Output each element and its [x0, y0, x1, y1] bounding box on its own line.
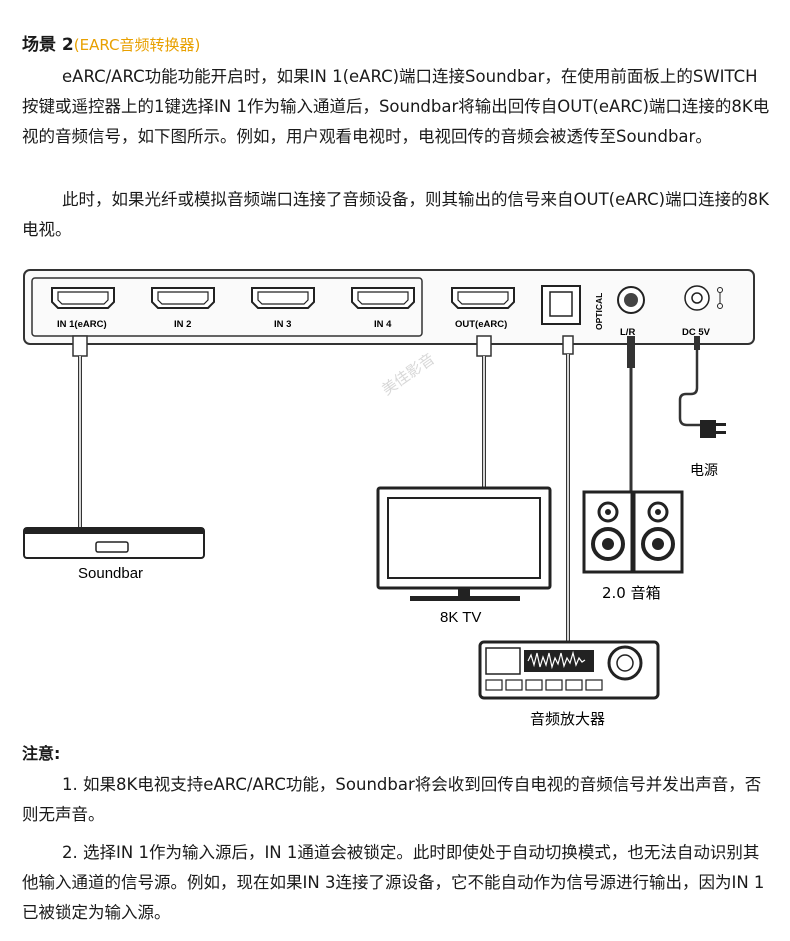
amplifier-label: 音频放大器	[530, 710, 605, 728]
port-label-in2: IN 2	[174, 319, 191, 330]
soundbar-icon	[23, 527, 205, 559]
paragraph-1-text: eARC/ARC功能功能开启时，如果IN 1(eARC)端口连接Soundbar…	[22, 67, 770, 146]
hdmi-port-in1	[51, 287, 115, 309]
audio-jack-port	[617, 286, 645, 314]
speakers-label: 2.0 音箱	[602, 584, 661, 602]
tv-label: 8K TV	[440, 609, 481, 626]
tv-icon	[376, 486, 552, 601]
watermark-text: 美佳影音	[378, 350, 437, 399]
optical-port	[541, 285, 581, 325]
note-2: 2. 选择IN 1作为输入源后，IN 1通道会被锁定。此时即使处于自动切换模式，…	[22, 838, 772, 928]
power-label: 电源	[690, 463, 718, 479]
cables	[72, 335, 702, 642]
notes-title: 注意:	[22, 744, 61, 763]
speakers-icon	[582, 490, 684, 574]
power-adapter-icon	[700, 420, 726, 438]
port-label-in3: IN 3	[274, 319, 291, 330]
port-label-in4: IN 4	[374, 319, 392, 330]
converter-device: IN 1(eARC) IN 2 IN 3 IN 4 OUT(eARC) OPTI…	[23, 269, 755, 345]
hdmi-port-out	[451, 287, 515, 309]
dc-power-port	[684, 285, 723, 311]
note-1-text: 1. 如果8K电视支持eARC/ARC功能，Soundbar将会收到回传自电视的…	[22, 775, 762, 824]
port-label-out: OUT(eARC)	[455, 319, 507, 330]
port-label-optical: OPTICAL	[594, 293, 604, 330]
section-heading: 场景 2(EARC音频转换器)	[22, 30, 200, 55]
port-label-lr: L/R	[620, 327, 635, 338]
hdmi-port-in3	[251, 287, 315, 309]
port-label-in1: IN 1(eARC)	[57, 319, 107, 330]
paragraph-2-text: 此时，如果光纤或模拟音频端口连接了音频设备，则其输出的信号来自OUT(eARC)…	[22, 190, 769, 239]
port-label-dc: DC 5V	[682, 327, 711, 338]
soundbar-label: Soundbar	[78, 565, 143, 582]
paragraph-1: eARC/ARC功能功能开启时，如果IN 1(eARC)端口连接Soundbar…	[22, 62, 772, 152]
note-1: 1. 如果8K电视支持eARC/ARC功能，Soundbar将会收到回传自电视的…	[22, 770, 772, 830]
hdmi-port-in2	[151, 287, 215, 309]
heading-title: 场景 2	[22, 35, 74, 55]
amplifier-icon	[478, 640, 660, 700]
hdmi-port-in4	[351, 287, 415, 309]
heading-subtitle: (EARC音频转换器)	[73, 36, 201, 54]
paragraph-2: 此时，如果光纤或模拟音频端口连接了音频设备，则其输出的信号来自OUT(eARC)…	[22, 185, 772, 245]
note-2-text: 2. 选择IN 1作为输入源后，IN 1通道会被锁定。此时即使处于自动切换模式，…	[22, 843, 765, 922]
connection-diagram: 美佳影音 IN 1(eARC) IN 2 IN 3	[23, 269, 755, 728]
